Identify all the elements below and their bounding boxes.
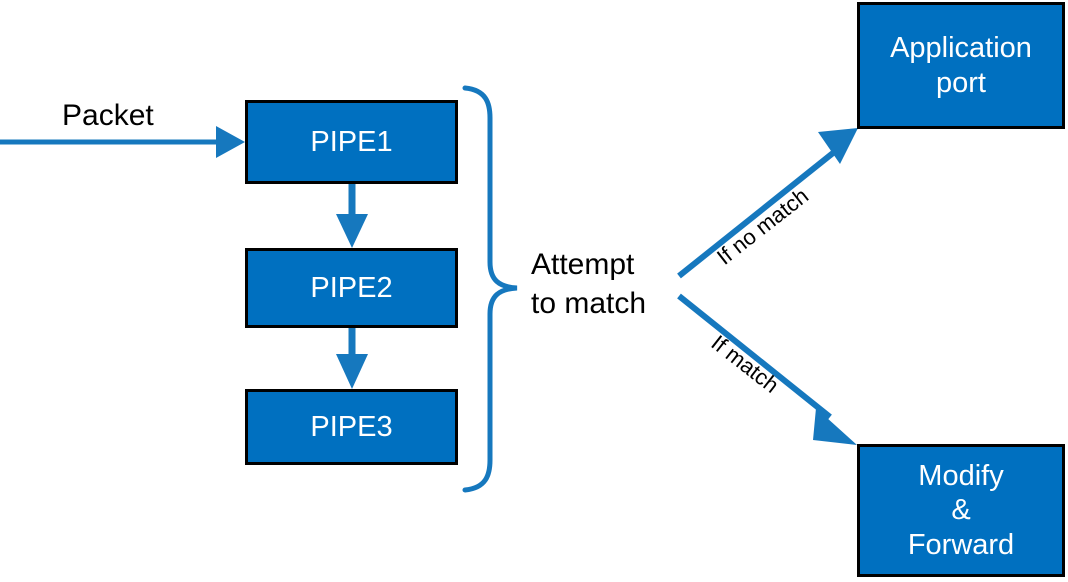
- attempt-to-match-label: Attempt to match: [531, 248, 647, 320]
- pipe2-to-pipe3-arrow: [336, 328, 368, 389]
- node-modify-and-forward[interactable]: Modify & Forward: [857, 444, 1065, 577]
- no-match-arrow: [677, 128, 858, 279]
- node-pipe2-label: PIPE2: [310, 271, 393, 304]
- node-pipe3-label: PIPE3: [310, 410, 393, 443]
- packet-input-arrow: [0, 126, 245, 158]
- node-pipe2[interactable]: PIPE2: [245, 248, 458, 328]
- node-application-port[interactable]: Application port: [857, 2, 1065, 129]
- packet-input-label: Packet: [62, 99, 154, 132]
- node-pipe3[interactable]: PIPE3: [245, 389, 458, 465]
- pipe1-to-pipe2-arrow: [336, 184, 368, 248]
- node-modify-and-forward-label: Modify & Forward: [907, 460, 1015, 561]
- match-arrow: [677, 293, 857, 445]
- node-pipe1-label: PIPE1: [310, 125, 393, 158]
- node-application-port-label: Application port: [890, 32, 1032, 99]
- pipeline-group-brace: [462, 85, 518, 493]
- node-pipe1[interactable]: PIPE1: [245, 100, 458, 184]
